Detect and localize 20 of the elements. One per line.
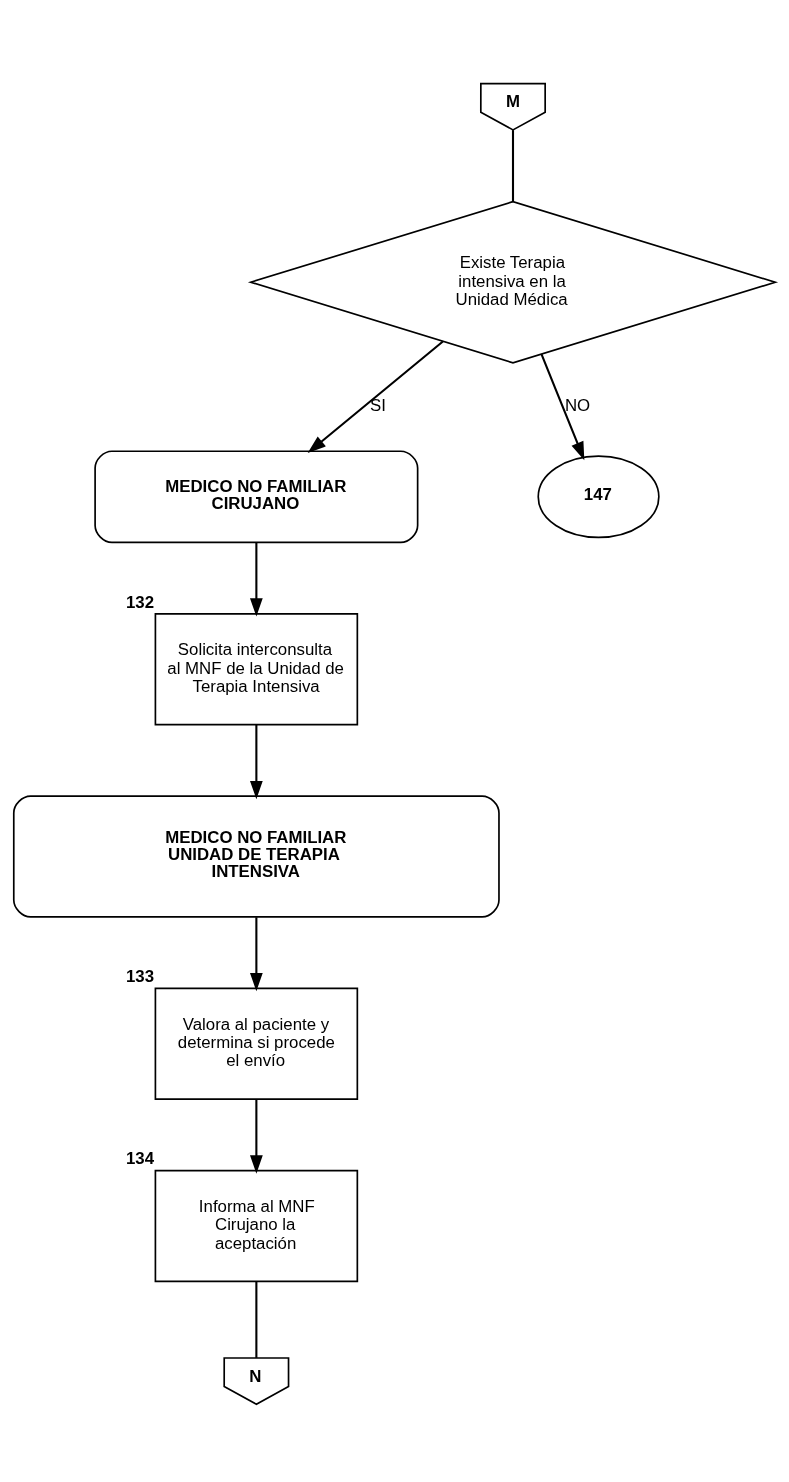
connector xyxy=(255,1281,258,1358)
edge-label: SI xyxy=(369,395,386,415)
arrow xyxy=(540,353,585,460)
arrow xyxy=(307,340,444,453)
node-box: Valora al paciente y determina si procede el envío xyxy=(154,986,359,1100)
arrow xyxy=(249,542,263,616)
arrow xyxy=(249,1098,263,1174)
node-label: 132 xyxy=(125,592,155,612)
node-box: MEDICO NO FAMILIAR UNIDAD DE TERAPIA INTENSIVA xyxy=(12,794,500,918)
node-box: Solicita interconsulta al MNF de la Unidad de Terapia Intensiva xyxy=(154,612,359,725)
arrow xyxy=(249,724,263,799)
node-box: MEDICO NO FAMILIAR CIRUJANO xyxy=(94,449,419,543)
node-ellipse: 147 xyxy=(537,454,660,538)
node-box: Informa al MNF Cirujano la aceptación xyxy=(154,1169,359,1282)
node-label: 133 xyxy=(125,966,155,986)
arrow xyxy=(249,916,263,991)
node-diamond: Existe Terapia intensiva en la Unidad Médica xyxy=(247,200,779,364)
node-label: 134 xyxy=(125,1148,155,1168)
connector xyxy=(511,129,515,201)
edge-label: NO xyxy=(564,395,591,415)
